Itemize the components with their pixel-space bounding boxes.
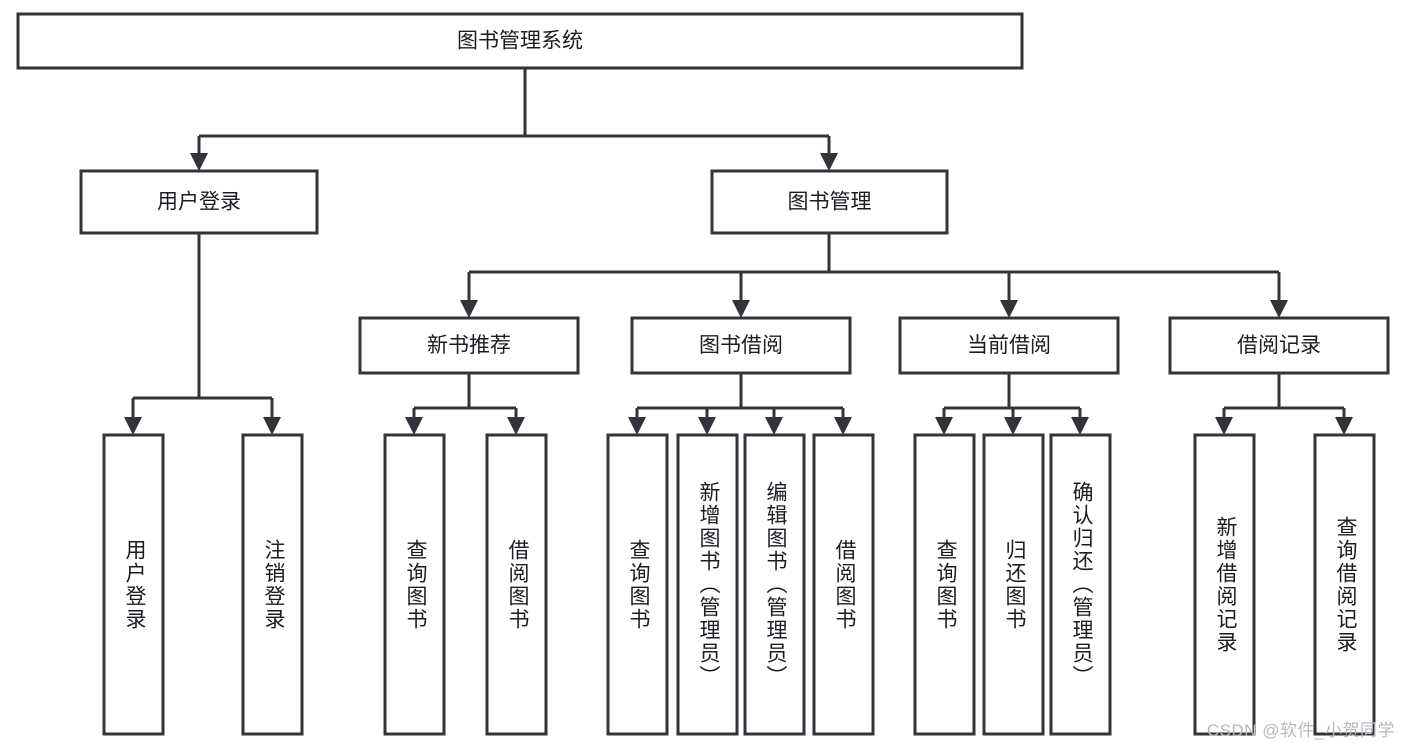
node-box-new-book-recommend[interactable] xyxy=(358,316,580,375)
node-label-root: 图书管理系统 xyxy=(457,30,583,53)
record_to_leaves-arrowhead-1 xyxy=(1335,417,1353,435)
root_to_level2-arrowhead-0 xyxy=(190,153,208,171)
node-box-leaf-query-book-2[interactable] xyxy=(606,433,669,736)
node-label-current-borrow: 当前借阅 xyxy=(967,334,1051,357)
node-box-leaf-borrow-book-2[interactable] xyxy=(812,433,875,736)
node-box-borrow-record[interactable] xyxy=(1168,316,1390,375)
level2_to_level3-arrowhead-3 xyxy=(1270,300,1288,318)
recommend_to_leaves-arrowhead-1 xyxy=(507,417,525,435)
level2_to_level3-arrowhead-1 xyxy=(732,300,750,318)
node-label-borrow-record: 借阅记录 xyxy=(1237,334,1321,357)
level2_to_level3-arrowhead-2 xyxy=(1000,300,1018,318)
watermark-text: CSDN @软件_小贺同学 xyxy=(1206,721,1395,740)
root_to_level2-arrowhead-1 xyxy=(820,153,838,171)
borrow_to_leaves-arrowhead-3 xyxy=(834,417,852,435)
node-box-current-borrow[interactable] xyxy=(898,316,1120,375)
node-box-leaf-logout[interactable] xyxy=(241,433,304,736)
node-box-book-management[interactable] xyxy=(710,169,949,235)
node-label-user-login: 用户登录 xyxy=(157,191,241,214)
current_to_leaves-arrowhead-0 xyxy=(935,417,953,435)
node-box-leaf-user-login[interactable] xyxy=(102,433,165,736)
node-box-leaf-borrow-book-1[interactable] xyxy=(485,433,548,736)
current_to_leaves-arrowhead-2 xyxy=(1071,417,1089,435)
current_to_leaves-arrowhead-1 xyxy=(1004,417,1022,435)
node-box-book-borrow[interactable] xyxy=(630,316,852,375)
node-box-leaf-confirm-return[interactable] xyxy=(1049,433,1112,736)
node-box-leaf-add-record[interactable] xyxy=(1193,433,1256,736)
node-box-root[interactable] xyxy=(16,12,1024,70)
node-box-leaf-return-book[interactable] xyxy=(982,433,1045,736)
node-box-user-login[interactable] xyxy=(79,169,319,235)
userlogin_to_leaves-arrowhead-0 xyxy=(124,417,142,435)
record_to_leaves-arrowhead-0 xyxy=(1215,417,1233,435)
level2_to_level3-arrowhead-0 xyxy=(460,300,478,318)
node-box-leaf-query-book-3[interactable] xyxy=(913,433,976,736)
borrow_to_leaves-arrowhead-1 xyxy=(698,417,716,435)
node-box-layer xyxy=(16,12,1390,736)
node-box-leaf-query-book-1[interactable] xyxy=(383,433,446,736)
connector-layer xyxy=(124,68,1353,435)
node-box-leaf-add-book[interactable] xyxy=(676,433,739,736)
node-box-leaf-query-record[interactable] xyxy=(1313,433,1376,736)
userlogin_to_leaves-arrowhead-1 xyxy=(263,417,281,435)
borrow_to_leaves-arrowhead-2 xyxy=(765,417,783,435)
node-label-new-book-recommend: 新书推荐 xyxy=(427,334,511,357)
borrow_to_leaves-arrowhead-0 xyxy=(628,417,646,435)
recommend_to_leaves-arrowhead-0 xyxy=(405,417,423,435)
node-label-book-management: 图书管理 xyxy=(788,191,872,214)
node-box-leaf-edit-book[interactable] xyxy=(743,433,806,736)
node-label-book-borrow: 图书借阅 xyxy=(699,334,783,357)
